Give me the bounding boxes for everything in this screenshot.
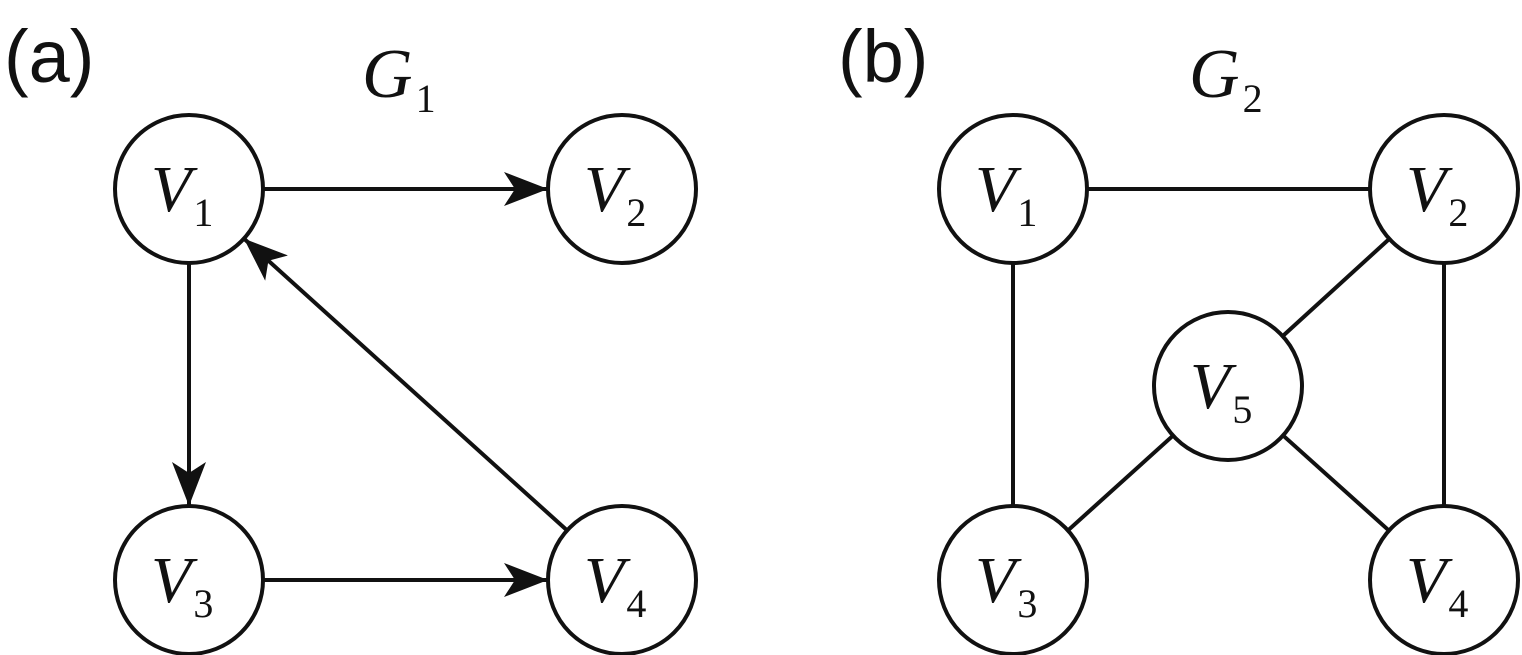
edge-v5-v4 — [1281, 433, 1391, 533]
node-circle — [113, 113, 265, 265]
node-label: V1 — [975, 153, 1037, 235]
node-circle — [546, 504, 698, 655]
node-v2: V2 — [546, 113, 698, 265]
node-circle — [546, 113, 698, 265]
node-v4: V4 — [1368, 504, 1520, 655]
node-v1: V1 — [937, 113, 1089, 265]
node-v5: V5 — [1152, 310, 1304, 462]
node-label: V1 — [151, 153, 213, 235]
node-v3: V3 — [113, 504, 265, 655]
graph-title-g2: G2 — [1189, 36, 1263, 121]
arrow-v4-v1 — [242, 237, 569, 532]
node-label: V2 — [1406, 153, 1468, 235]
node-label: V2 — [584, 153, 646, 235]
node-label: V3 — [151, 544, 213, 626]
node-circle — [113, 504, 265, 655]
panel-label-b: (b) — [838, 15, 928, 98]
node-label: V3 — [975, 544, 1037, 626]
node-label: V4 — [1406, 544, 1468, 626]
panel-label-a: (a) — [4, 15, 94, 98]
edge-v5-v3 — [1066, 434, 1175, 532]
edges-g2 — [1011, 187, 1446, 533]
node-label: V5 — [1190, 350, 1252, 432]
node-v2: V2 — [1368, 113, 1520, 265]
node-v3: V3 — [937, 504, 1089, 655]
node-v1: V1 — [113, 113, 265, 265]
edge-v2-v5 — [1281, 237, 1391, 338]
node-circle — [1368, 504, 1520, 655]
node-circle — [1368, 113, 1520, 265]
node-circle — [1152, 310, 1304, 462]
node-label: V4 — [584, 544, 646, 626]
node-v4: V4 — [546, 504, 698, 655]
edges-g1 — [172, 172, 569, 597]
graph-title-g1: G1 — [362, 36, 436, 121]
node-circle — [937, 504, 1089, 655]
node-circle — [937, 113, 1089, 265]
